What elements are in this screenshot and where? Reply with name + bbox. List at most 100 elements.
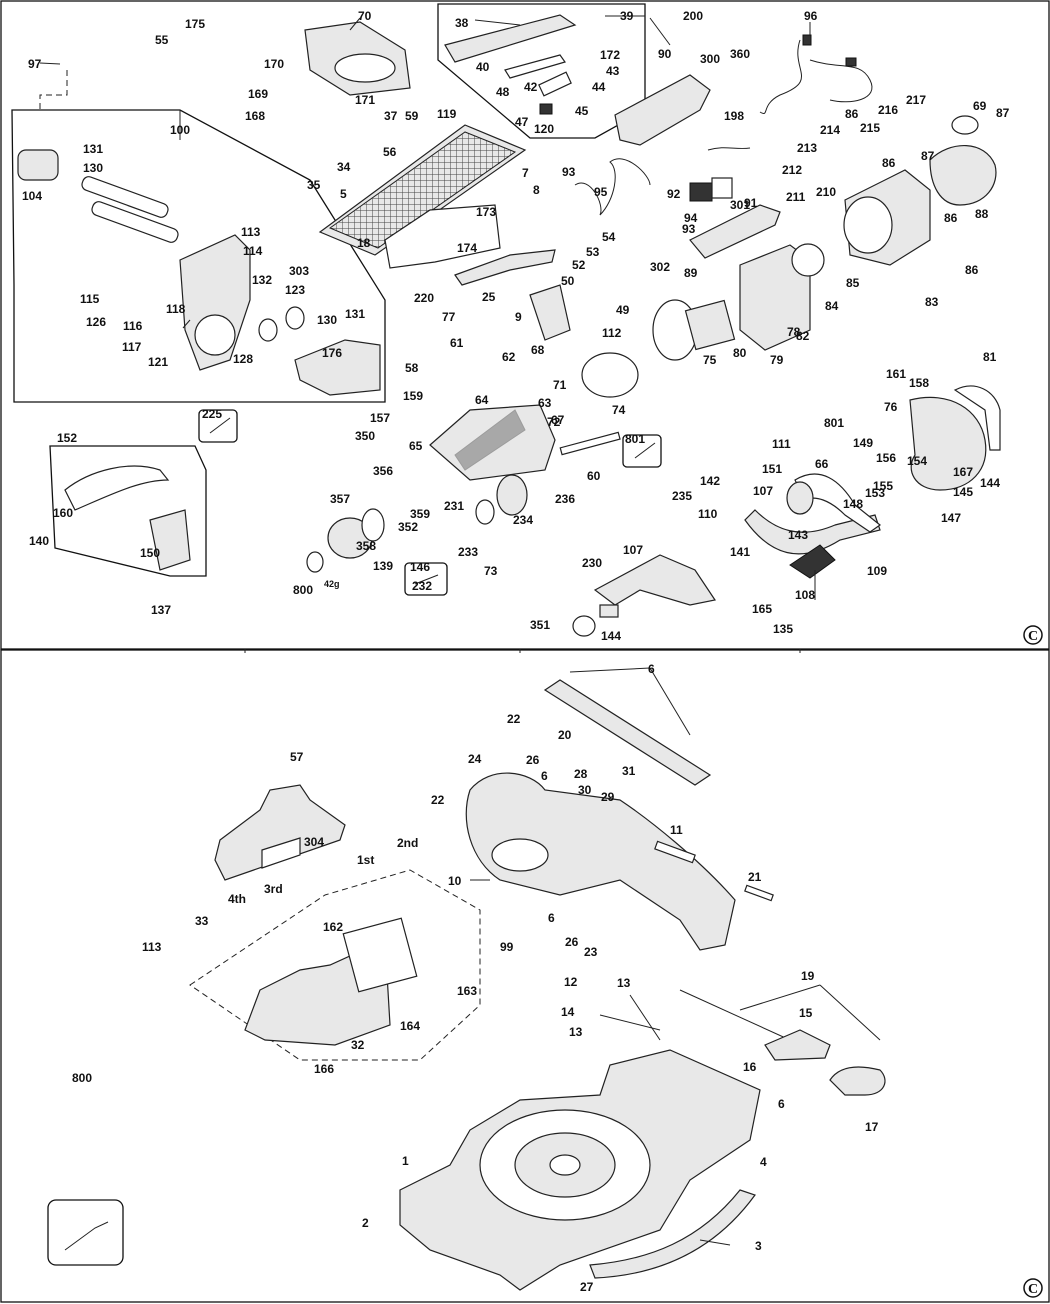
part-label-lower-36: 166 <box>314 1062 334 1076</box>
part-label-upper-105: 158 <box>909 376 929 390</box>
part-label-lower-33: 164 <box>400 1019 420 1033</box>
part-label-upper-73: 128 <box>233 352 253 366</box>
part-label-upper-153: 107 <box>623 543 643 557</box>
part-label-upper-112: 157 <box>370 411 390 425</box>
part-label-upper-91: 49 <box>616 303 630 317</box>
part-label-upper-95: 62 <box>502 350 516 364</box>
part-label-upper-161: 230 <box>582 556 602 570</box>
part-label-upper-3: 70 <box>358 9 372 23</box>
part-label-upper-160: 73 <box>484 564 498 578</box>
part-label-upper-154: 109 <box>867 564 887 578</box>
part-label-upper-54: 92 <box>667 187 681 201</box>
part-label-upper-86: 84 <box>825 299 839 313</box>
part-label-upper-48: 212 <box>782 163 802 177</box>
part-label-upper-53: 88 <box>975 207 989 221</box>
part-label-upper-6: 200 <box>683 9 703 23</box>
group-box-200 <box>437 3 646 139</box>
copyright-text-lower: C <box>1028 1282 1038 1297</box>
callout-800-upper <box>404 562 448 596</box>
part-label-upper-34: 5 <box>340 187 347 201</box>
part-label-upper-87: 83 <box>925 295 939 309</box>
part-95-cord <box>574 158 651 216</box>
part-label-upper-57: 94 <box>684 211 698 225</box>
callout-801-right <box>622 434 662 468</box>
part-label-lower-22: 26 <box>565 935 579 949</box>
part-label-upper-135: 145 <box>953 485 973 499</box>
part-label-upper-125: 156 <box>876 451 896 465</box>
part-label-upper-65: 132 <box>252 273 272 287</box>
part-label-lower-23: 162 <box>323 920 343 934</box>
part-label-lower-14: 2nd <box>397 836 418 850</box>
part-label-upper-94: 58 <box>405 361 419 375</box>
part-label-lower-1: 22 <box>507 712 521 726</box>
part-label-upper-27: 100 <box>170 123 190 137</box>
part-label-lower-13: 304 <box>304 835 324 849</box>
group-box-350 <box>49 445 207 577</box>
part-label-upper-52: 87 <box>921 149 935 163</box>
part-89-shape <box>689 204 781 259</box>
part-label-lower-32: 15 <box>799 1006 813 1020</box>
part-label-upper-162: 108 <box>795 588 815 602</box>
part-label-upper-68: 115 <box>80 292 100 306</box>
part-label-upper-140: 147 <box>941 511 961 525</box>
part-label-upper-127: 66 <box>815 457 829 471</box>
part-label-upper-114: 67 <box>551 413 565 427</box>
part-label-upper-124: 154 <box>907 454 927 468</box>
part-82-shape <box>739 244 811 351</box>
part-label-upper-164: 165 <box>752 602 772 616</box>
part-label-upper-55: 91 <box>744 196 758 210</box>
part-label-upper-147: 110 <box>698 507 718 521</box>
copyright-mark-upper <box>1023 625 1043 645</box>
group-box-100 <box>11 109 386 403</box>
part-label-lower-12: 11 <box>670 823 683 837</box>
part-label-upper-133: 144 <box>980 476 1000 490</box>
part-label-upper-134: 142 <box>700 474 720 488</box>
part-label-upper-166: 144 <box>601 629 621 643</box>
part-label-upper-100: 80 <box>733 346 747 360</box>
part-label-upper-107: 63 <box>538 396 552 410</box>
part-label-upper-131: 155 <box>873 479 893 493</box>
part-label-lower-34: 32 <box>351 1038 365 1052</box>
part-label-lower-28: 13 <box>617 976 631 990</box>
part-label-upper-117: 801 <box>824 416 844 430</box>
part-label-upper-158: 800 <box>293 583 313 597</box>
part-label-upper-123: 149 <box>853 436 873 450</box>
part-label-upper-70: 116 <box>123 319 143 333</box>
part-label-upper-165: 351 <box>530 618 550 632</box>
part-label-upper-118: 152 <box>57 431 77 445</box>
part-label-upper-150: 150 <box>140 546 160 560</box>
part-label-lower-35: 13 <box>569 1025 583 1039</box>
part-label-upper-17: 90 <box>658 47 672 61</box>
part-label-upper-137: 231 <box>444 499 464 513</box>
part-label-upper-1: 55 <box>155 33 169 47</box>
part-label-upper-16: 120 <box>534 122 554 136</box>
part-label-upper-14: 47 <box>515 115 529 129</box>
part-label-upper-58: 93 <box>682 222 696 236</box>
part-label-upper-50: 210 <box>816 185 836 199</box>
part-label-upper-72: 121 <box>148 355 168 369</box>
part-label-upper-146: 234 <box>513 513 533 527</box>
part-label-upper-138: 236 <box>555 492 575 506</box>
part-label-lower-40: 800 <box>72 1071 92 1085</box>
part-label-upper-79: 52 <box>572 258 586 272</box>
part-label-upper-30: 104 <box>22 189 42 203</box>
part-label-lower-45: 27 <box>580 1280 594 1294</box>
part-label-upper-20: 170 <box>264 57 284 71</box>
part-label-upper-143: 235 <box>672 489 692 503</box>
part-label-upper-148: 141 <box>730 545 750 559</box>
part-label-lower-11: 22 <box>431 793 445 807</box>
part-label-upper-15: 45 <box>575 104 589 118</box>
part-label-upper-10: 43 <box>606 64 620 78</box>
part-label-upper-42: 86 <box>845 107 859 121</box>
part-label-upper-109: 72 <box>547 415 561 429</box>
part-label-upper-49: 211 <box>786 190 806 204</box>
part-label-lower-25: 23 <box>584 945 598 959</box>
part-label-upper-83: 86 <box>944 211 958 225</box>
part-label-upper-19: 360 <box>730 47 750 61</box>
part-label-upper-129: 148 <box>843 497 863 511</box>
part-31-shape <box>543 679 712 786</box>
part-label-upper-101: 79 <box>770 353 784 367</box>
part-label-upper-84: 86 <box>965 263 979 277</box>
part-label-lower-43: 2 <box>362 1216 369 1230</box>
